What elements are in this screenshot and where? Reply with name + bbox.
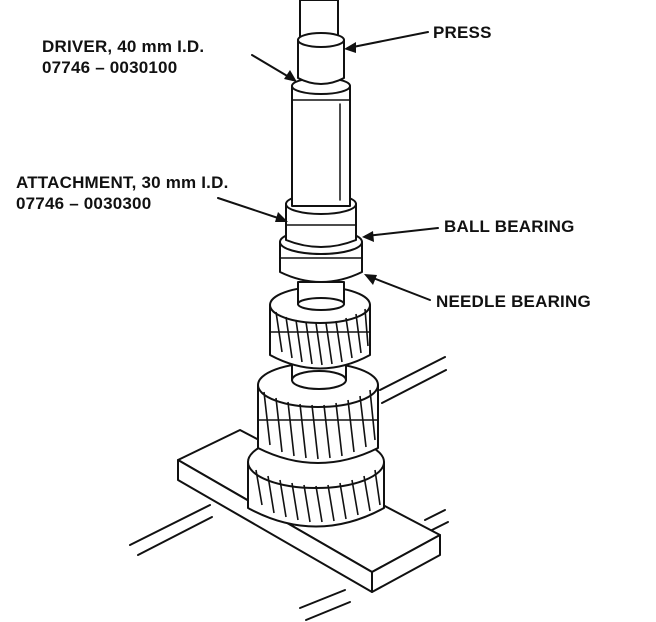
- needle-bearing-label: NEEDLE BEARING: [436, 292, 591, 311]
- support-rails: [129, 356, 449, 621]
- ball-bearing-label: BALL BEARING: [444, 217, 575, 236]
- attachment-label: ATTACHMENT, 30 mm I.D. 07746 – 0030300: [16, 172, 229, 214]
- attachment-label-line-2: 07746 – 0030300: [16, 194, 152, 213]
- driver-part: [291, 77, 351, 207]
- driver-label: DRIVER, 40 mm I.D. 07746 – 0030100: [42, 36, 204, 78]
- driver-label-line-1: DRIVER, 40 mm I.D.: [42, 37, 205, 56]
- press-label: PRESS: [433, 23, 492, 42]
- driver-label-line-2: 07746 – 0030100: [42, 58, 178, 77]
- press-rod: [297, 0, 345, 85]
- middle-gear: [257, 362, 379, 464]
- needle-bearing-part: [297, 281, 345, 311]
- attachment-label-line-1: ATTACHMENT, 30 mm I.D.: [16, 173, 229, 192]
- leader-lines: [217, 31, 439, 301]
